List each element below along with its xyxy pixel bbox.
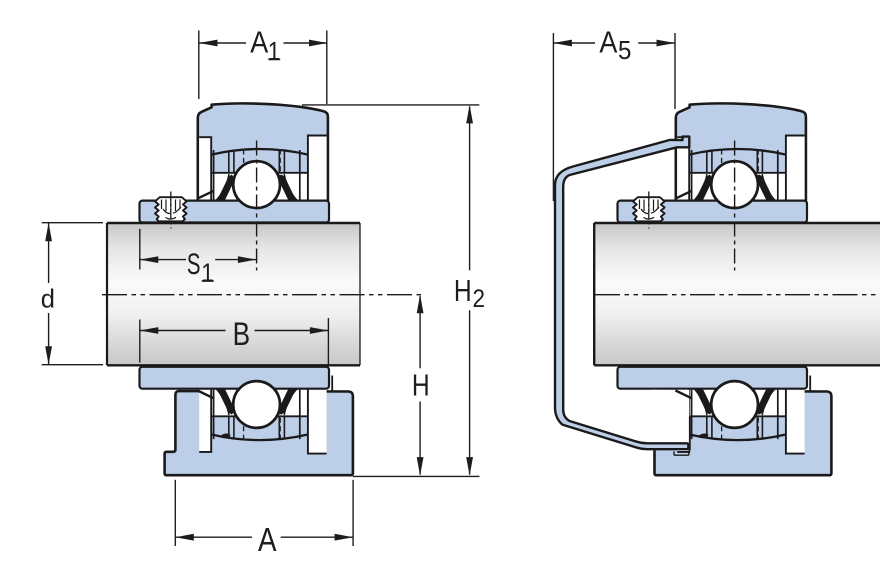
- svg-text:H: H: [412, 368, 430, 403]
- svg-text:1: 1: [268, 36, 281, 66]
- svg-text:H: H: [454, 273, 472, 308]
- svg-text:S: S: [187, 248, 201, 281]
- svg-text:d: d: [41, 284, 55, 314]
- svg-text:A: A: [599, 25, 617, 60]
- svg-text:5: 5: [618, 35, 631, 65]
- svg-text:B: B: [233, 316, 251, 352]
- svg-text:1: 1: [201, 258, 214, 288]
- svg-text:A: A: [258, 521, 277, 558]
- svg-text:2: 2: [473, 285, 486, 313]
- svg-text:A: A: [250, 25, 268, 60]
